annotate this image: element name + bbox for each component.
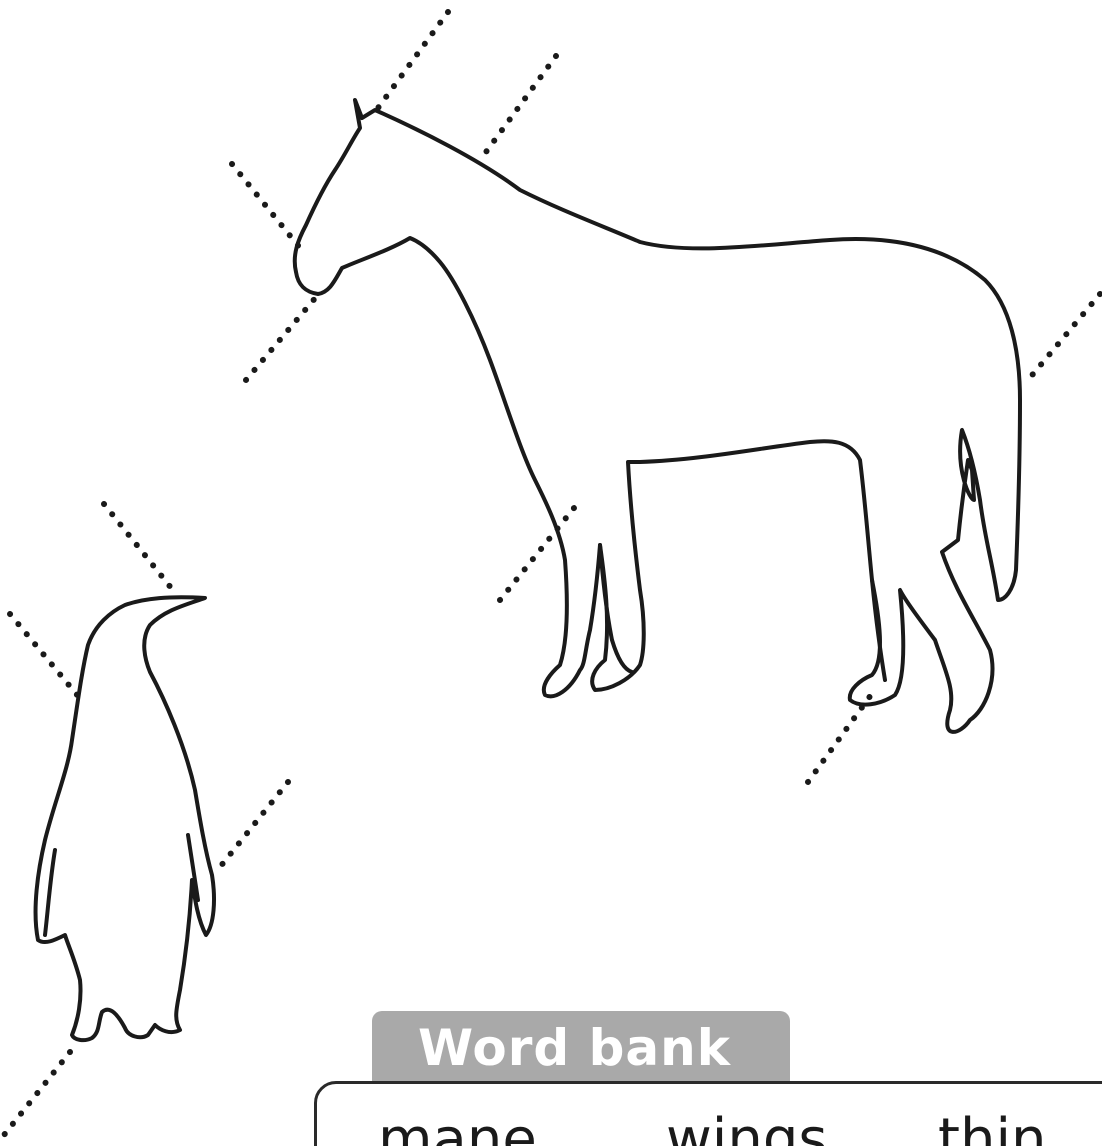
leader-line-horse-nose <box>246 290 322 380</box>
penguin-outline <box>36 597 214 1040</box>
leader-line-penguin-feet <box>0 1052 70 1140</box>
word-bank-title: Word bank <box>418 1023 731 1073</box>
leader-line-horse-ear <box>378 12 448 108</box>
word-bank-item: wings <box>666 1112 828 1146</box>
label-leader-lines <box>0 12 1100 1140</box>
word-bank-item: thin <box>938 1112 1047 1146</box>
leader-line-horse-hoof <box>808 688 876 782</box>
horse-outline <box>295 100 1020 732</box>
leader-line-penguin-neck <box>10 614 78 696</box>
leader-line-penguin-head <box>104 504 176 594</box>
leader-line-penguin-wing <box>216 782 288 872</box>
word-bank-header-tab: Word bank <box>372 1011 790 1085</box>
word-bank-item: mane <box>378 1112 537 1146</box>
leader-line-horse-forehead <box>232 164 300 248</box>
leader-line-horse-tail <box>1028 294 1100 380</box>
leader-line-horse-mane <box>486 56 556 152</box>
